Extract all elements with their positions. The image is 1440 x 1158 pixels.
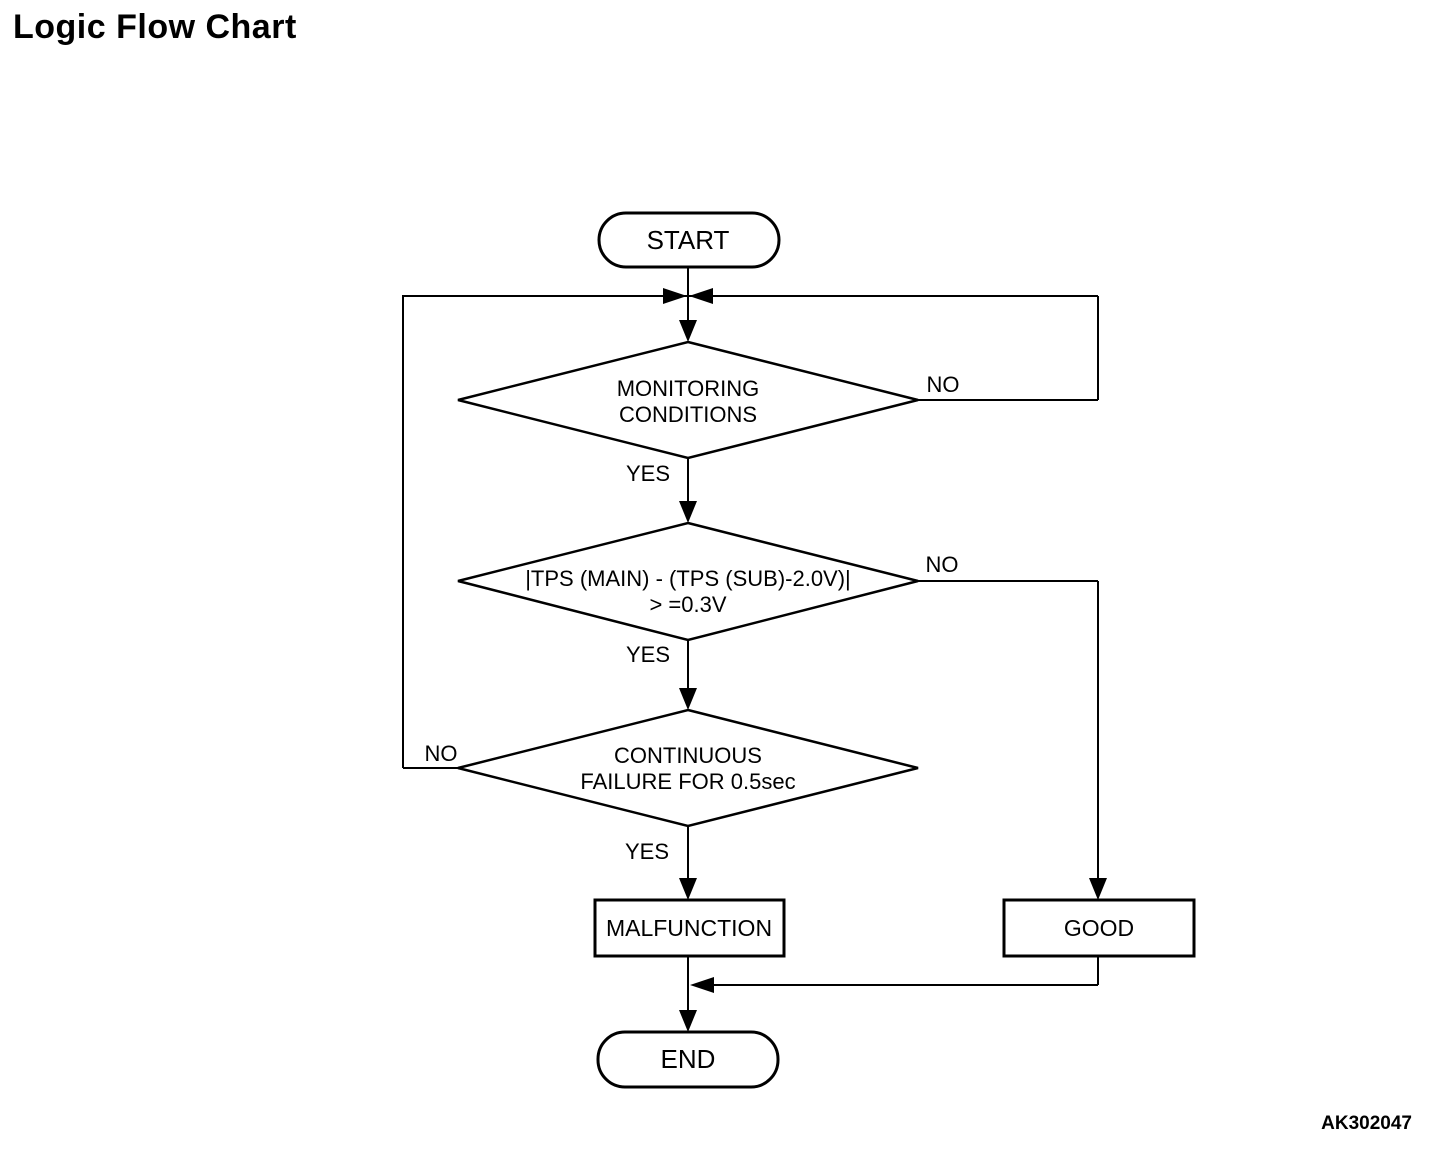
node-end: END [596, 1030, 780, 1089]
malfunction-label: MALFUNCTION [606, 915, 772, 941]
arrow-into-failure-icon [679, 688, 697, 710]
arrow-merge-from-right-icon [689, 288, 713, 304]
failure-label-line1: CONTINUOUS [614, 743, 762, 768]
tps-label-line1: |TPS (MAIN) - (TPS (SUB)-2.0V)| [525, 566, 851, 591]
arrow-into-tps-icon [679, 501, 697, 523]
failure-yes-label: YES [625, 839, 669, 864]
page-title: Logic Flow Chart [13, 8, 297, 46]
node-start: START [597, 211, 781, 269]
good-box-shape [1002, 898, 1196, 958]
monitoring-label-line2: CONDITIONS [619, 402, 757, 427]
monitoring-label-line1: MONITORING [617, 376, 760, 401]
arrow-merge-from-left-icon [663, 288, 687, 304]
tps-diamond-shape [457, 521, 919, 642]
node-good: GOOD [1002, 898, 1196, 958]
node-malfunction: MALFUNCTION [593, 898, 786, 958]
arrowheads [663, 288, 1107, 1032]
start-terminator-shape [597, 211, 781, 269]
node-decision-tps: |TPS (MAIN) - (TPS (SUB)-2.0V)| > =0.3V … [457, 521, 959, 667]
tps-no-label: NO [926, 552, 959, 577]
arrow-into-monitoring-icon [679, 320, 697, 342]
failure-diamond-shape [457, 708, 919, 828]
arrow-into-good-icon [1089, 878, 1107, 900]
node-decision-failure: CONTINUOUS FAILURE FOR 0.5sec NO YES [425, 708, 919, 864]
failure-no-label: NO [425, 741, 458, 766]
arrow-into-end-icon [679, 1010, 697, 1032]
monitoring-no-label: NO [927, 372, 960, 397]
monitoring-diamond-shape [457, 340, 919, 460]
malfunction-box-shape [593, 898, 786, 958]
monitoring-yes-label: YES [626, 461, 670, 486]
arrow-into-malfunction-icon [679, 878, 697, 900]
end-label: END [661, 1044, 716, 1074]
node-decision-monitoring: MONITORING CONDITIONS NO YES [457, 340, 960, 486]
start-label: START [647, 225, 730, 255]
end-terminator-shape [596, 1030, 780, 1089]
arrow-good-join-icon [690, 977, 714, 993]
tps-label-line2: > =0.3V [649, 592, 726, 617]
failure-label-line2: FAILURE FOR 0.5sec [580, 769, 795, 794]
figure-code: AK302047 [1321, 1113, 1412, 1134]
tps-yes-label: YES [626, 642, 670, 667]
good-label: GOOD [1064, 915, 1134, 941]
